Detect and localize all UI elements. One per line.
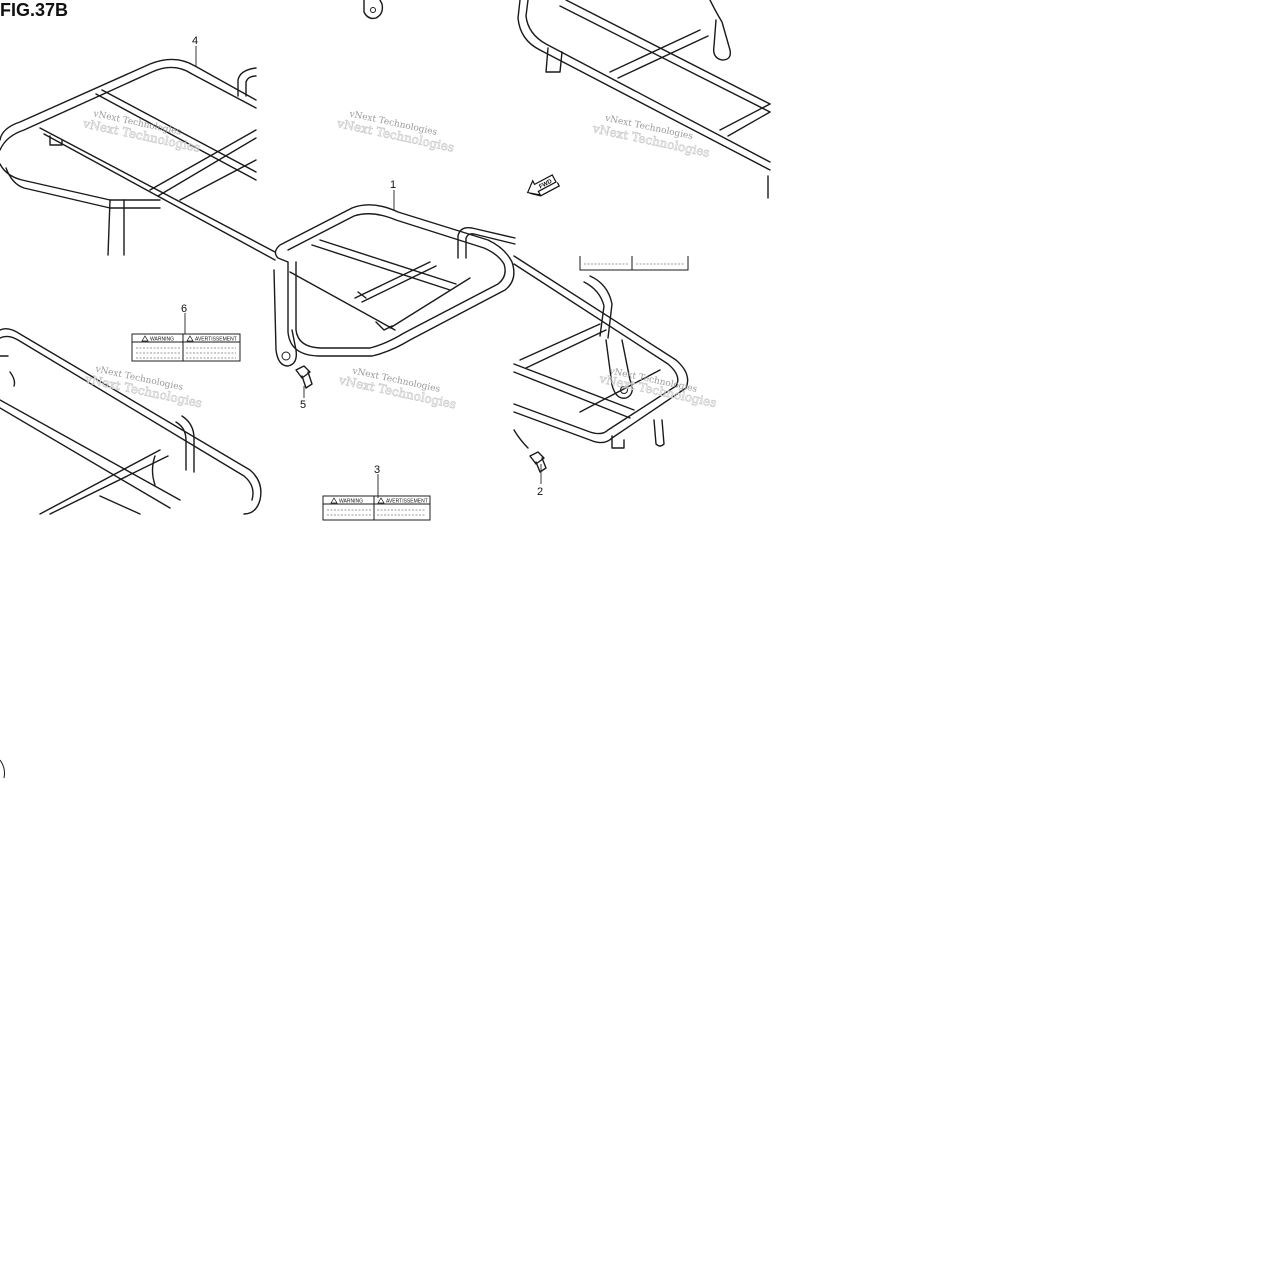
- warning-label-3-right-text: AVERTISSEMENT: [386, 499, 428, 505]
- callout-2: 2: [537, 464, 543, 498]
- warning-label-6-left-text: WARNING: [150, 337, 174, 343]
- watermark-5: vNext Technologies vNext Technologies: [337, 366, 458, 412]
- edge-arc-fragment: [0, 759, 5, 779]
- callout-3: 3: [374, 464, 380, 498]
- callout-5-number: 5: [300, 399, 306, 411]
- warning-label-3-left-text: WARNING: [339, 499, 363, 505]
- warning-label-6-right-text: AVERTISSEMENT: [195, 337, 237, 343]
- warning-label-part-6: WARNING AVERTISSEMENT: [131, 333, 241, 362]
- callout-2-number: 2: [537, 486, 543, 498]
- callout-6-number: 6: [181, 303, 187, 315]
- warning-triangle-icon: [141, 335, 149, 342]
- bracket-top-middle: [363, 0, 384, 20]
- watermark-4: vNext Technologies vNext Technologies: [83, 364, 204, 410]
- callout-1: 1: [390, 179, 396, 210]
- watermark-3: vNext Technologies vNext Technologies: [590, 113, 711, 160]
- watermark-2: vNext Technologies vNext Technologies: [335, 109, 456, 155]
- figure-title: FIG.37B: [0, 0, 69, 20]
- carrier-front-part-4: [0, 58, 276, 261]
- warning-triangle-icon: [330, 497, 338, 504]
- fwd-arrow-icon: FWD: [526, 174, 561, 197]
- carrier-lower-left: [0, 327, 262, 515]
- warning-triangle-icon: [377, 497, 385, 504]
- callout-5: 5: [300, 386, 306, 411]
- callout-4-number: 4: [192, 35, 198, 47]
- carrier-lower-right: [513, 255, 689, 449]
- carrier-upper-right: [517, 0, 771, 199]
- callout-1-number: 1: [390, 179, 396, 191]
- warning-triangle-icon: [186, 335, 194, 342]
- warning-label-partial: [579, 256, 689, 271]
- watermark-1: vNext Technologies vNext Technologies: [81, 109, 202, 155]
- callout-6: 6: [181, 303, 187, 334]
- carrier-main-part-1: [273, 204, 516, 367]
- callout-4: 4: [192, 35, 198, 66]
- callout-3-number: 3: [374, 464, 380, 476]
- warning-label-part-3: WARNING AVERTISSEMENT: [322, 495, 431, 521]
- bolt-part-2: [529, 451, 547, 473]
- bolt-part-5: [295, 365, 313, 389]
